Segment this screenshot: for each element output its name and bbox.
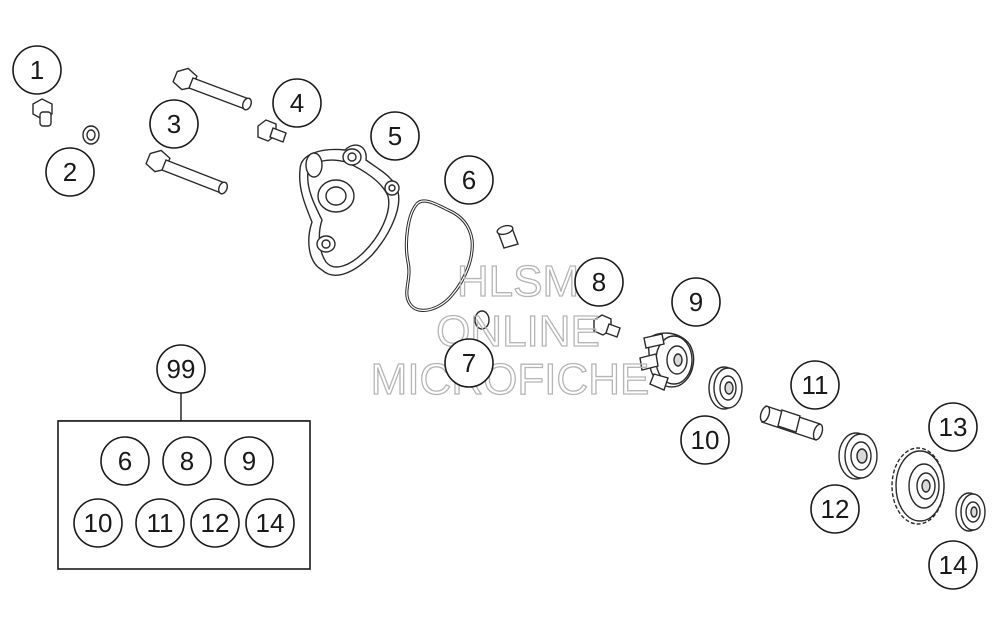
callout-4: 4 [272, 78, 322, 128]
kit-item-10-label: 10 [84, 508, 113, 538]
kit-item-11: 11 [135, 498, 185, 548]
dowel-pin [496, 224, 519, 249]
kit-callout: 99 [156, 344, 206, 394]
part-12-bearing [838, 432, 878, 480]
callout-8: 8 [574, 257, 624, 307]
part-7-plug [474, 310, 490, 330]
callout-14: 14 [928, 540, 978, 590]
kit-item-10: 10 [73, 498, 123, 548]
part-6-gasket [404, 199, 474, 312]
callout-5-label: 5 [388, 121, 402, 151]
kit-item-8-label: 8 [180, 446, 194, 476]
kit-item-8: 8 [162, 436, 212, 486]
kit-item-11-label: 11 [147, 508, 174, 538]
callout-1: 1 [12, 45, 62, 95]
callout-6: 6 [444, 155, 494, 205]
callout-13-label: 13 [939, 412, 968, 442]
callout-3: 3 [149, 99, 199, 149]
part-10-shaft-seal [708, 366, 743, 410]
callout-5: 5 [370, 111, 420, 161]
part-13-pump-gear [891, 447, 945, 525]
callout-14-label: 14 [939, 550, 968, 580]
watermark-line-3: MICROFICHE [371, 355, 650, 404]
callout-7-label: 7 [462, 348, 476, 378]
callout-1-label: 1 [30, 55, 44, 85]
kit-item-12: 12 [190, 498, 240, 548]
part-8-screw [593, 314, 621, 338]
kit-item-14: 14 [245, 498, 295, 548]
callout-2-label: 2 [63, 157, 77, 187]
callout-13: 13 [928, 402, 978, 452]
part-4-long-bolt-upper [172, 67, 253, 111]
callout-4-label: 4 [290, 88, 304, 118]
callout-8-label: 8 [592, 267, 606, 297]
kit-item-12-label: 12 [201, 508, 230, 538]
callout-7: 7 [444, 338, 494, 388]
callout-12-label: 12 [821, 494, 850, 524]
part-1-bolt [32, 98, 53, 127]
callout-12: 12 [810, 484, 860, 534]
callout-10-label: 10 [691, 425, 720, 455]
callout-10: 10 [680, 415, 730, 465]
watermark: HLSM ONLINE MICROFICHE [370, 256, 650, 404]
kit-item-6: 6 [100, 436, 150, 486]
kit-item-14-label: 14 [256, 508, 285, 538]
kit-item-6-label: 6 [118, 446, 132, 476]
part-5-pump-cover [298, 144, 400, 276]
callout-11: 11 [790, 360, 840, 410]
callout-6-label: 6 [462, 165, 476, 195]
callout-11-label: 11 [802, 370, 829, 400]
part-3-long-bolt-lower [145, 149, 229, 195]
part-2-washer [82, 125, 100, 145]
callout-9: 9 [671, 277, 721, 327]
callout-2: 2 [45, 147, 95, 197]
part-9-impeller [639, 332, 695, 391]
kit-item-9-label: 9 [242, 446, 256, 476]
callout-3-label: 3 [167, 109, 181, 139]
callout-9-label: 9 [689, 287, 703, 317]
leader-lines [58, 393, 310, 422]
kit-item-9: 9 [224, 436, 274, 486]
part-4-short-bolt [257, 119, 287, 143]
part-11-pump-shaft [759, 405, 824, 441]
watermark-line-1: HLSM [457, 257, 579, 306]
part-14-small-bearing [955, 492, 986, 532]
kit-number-label: 99 [167, 354, 196, 384]
